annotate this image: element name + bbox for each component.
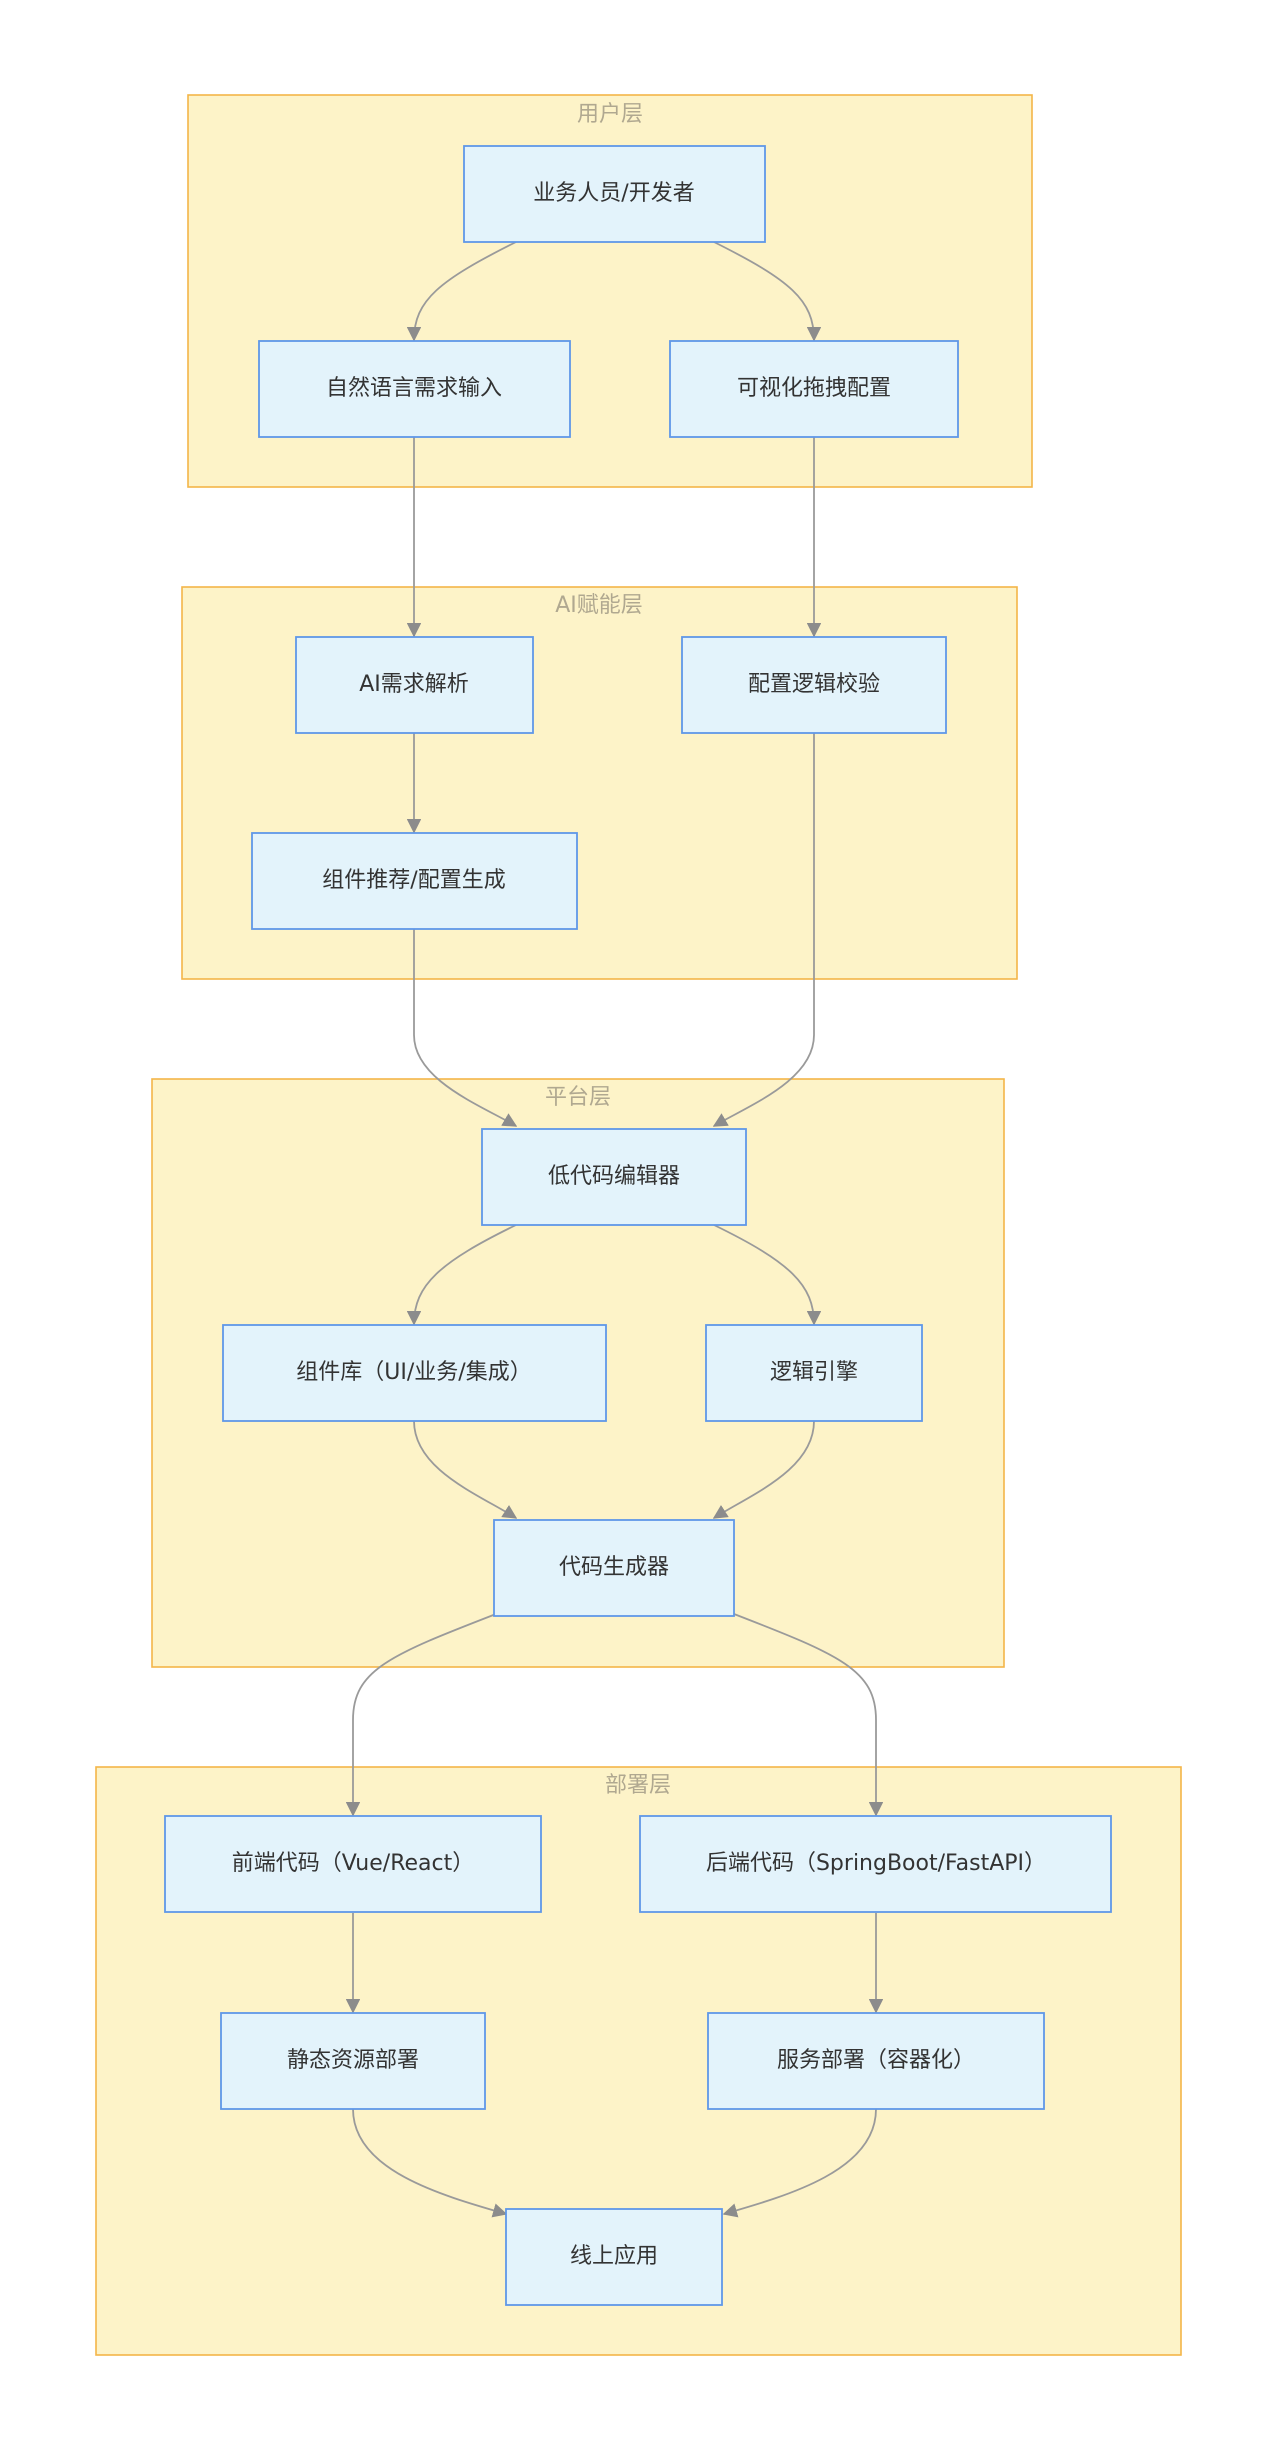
node-ai-parse[interactable]: AI需求解析 (295, 636, 534, 734)
node-backend-code-box[interactable] (639, 1815, 1112, 1913)
edge-logic-engine-to-code-generator (712, 1420, 815, 1519)
edge-service-deploy-to-online-app (722, 2108, 877, 2218)
node-component-lib[interactable]: 组件库（UI/业务/集成） (222, 1324, 607, 1422)
node-ai-parse-box[interactable] (295, 636, 534, 734)
edge-component-lib-to-code-generator (413, 1420, 518, 1519)
edges (345, 241, 884, 2218)
edge-code-generator-to-frontend-code (345, 1613, 497, 1817)
node-code-generator[interactable]: 代码生成器 (493, 1519, 735, 1617)
node-business-dev[interactable]: 业务人员/开发者 (463, 145, 766, 243)
node-visual-config[interactable]: 可视化拖拽配置 (669, 340, 959, 438)
edge-lowcode-editor-to-component-lib (406, 1224, 517, 1326)
node-component-recommend[interactable]: 组件推荐/配置生成 (251, 832, 578, 930)
node-ai-parse-label: AI需求解析 (359, 672, 469, 697)
node-static-deploy-label: 静态资源部署 (287, 2048, 419, 2073)
node-service-deploy-label: 服务部署（容器化） (777, 2048, 975, 2073)
node-component-lib-box[interactable] (222, 1324, 607, 1422)
node-component-recommend-label: 组件推荐/配置生成 (322, 868, 505, 893)
node-config-check[interactable]: 配置逻辑校验 (681, 636, 947, 734)
node-nl-input[interactable]: 自然语言需求输入 (258, 340, 571, 438)
cluster-user-layer-title: 用户层 (577, 102, 643, 127)
node-code-generator-label: 代码生成器 (559, 1555, 669, 1580)
edge-business-dev-to-nl-input (406, 241, 517, 342)
edge-static-deploy-to-online-app (352, 2108, 508, 2218)
node-frontend-code-label: 前端代码（Vue/React） (232, 1851, 474, 1876)
node-online-app-label: 线上应用 (570, 2244, 658, 2269)
node-logic-engine[interactable]: 逻辑引擎 (705, 1324, 923, 1422)
node-frontend-code[interactable]: 前端代码（Vue/React） (164, 1815, 542, 1913)
edge-component-recommend-to-lowcode-editor (413, 929, 518, 1127)
node-backend-code-label: 后端代码（SpringBoot/FastAPI） (706, 1851, 1046, 1876)
edge-code-generator-to-backend-code (733, 1613, 884, 1817)
cluster-ai-layer-title: AI赋能层 (555, 593, 643, 618)
node-config-check-box[interactable] (681, 636, 947, 734)
node-nl-input-label: 自然语言需求输入 (326, 376, 502, 401)
node-nl-input-box[interactable] (258, 340, 571, 438)
node-static-deploy-box[interactable] (220, 2012, 486, 2110)
node-config-check-label: 配置逻辑校验 (748, 672, 880, 697)
node-lowcode-editor[interactable]: 低代码编辑器 (481, 1128, 747, 1226)
node-visual-config-label: 可视化拖拽配置 (737, 376, 891, 401)
cluster-platform-layer-title: 平台层 (545, 1085, 611, 1110)
node-backend-code[interactable]: 后端代码（SpringBoot/FastAPI） (639, 1815, 1112, 1913)
cluster-deploy-layer-title: 部署层 (605, 1773, 671, 1798)
node-logic-engine-label: 逻辑引擎 (770, 1360, 858, 1385)
node-lowcode-editor-box[interactable] (481, 1128, 747, 1226)
node-lowcode-editor-label: 低代码编辑器 (548, 1164, 680, 1189)
node-online-app-box[interactable] (505, 2208, 723, 2306)
node-code-generator-box[interactable] (493, 1519, 735, 1617)
node-service-deploy[interactable]: 服务部署（容器化） (707, 2012, 1045, 2110)
node-frontend-code-box[interactable] (164, 1815, 542, 1913)
node-component-recommend-box[interactable] (251, 832, 578, 930)
node-service-deploy-box[interactable] (707, 2012, 1045, 2110)
node-static-deploy[interactable]: 静态资源部署 (220, 2012, 486, 2110)
edge-business-dev-to-visual-config (713, 241, 822, 342)
node-logic-engine-box[interactable] (705, 1324, 923, 1422)
node-online-app[interactable]: 线上应用 (505, 2208, 723, 2306)
edge-config-check-to-lowcode-editor (712, 733, 815, 1127)
edge-lowcode-editor-to-logic-engine (713, 1224, 822, 1326)
node-visual-config-box[interactable] (669, 340, 959, 438)
node-business-dev-box[interactable] (463, 145, 766, 243)
node-component-lib-label: 组件库（UI/业务/集成） (296, 1360, 531, 1385)
node-business-dev-label: 业务人员/开发者 (533, 181, 694, 206)
